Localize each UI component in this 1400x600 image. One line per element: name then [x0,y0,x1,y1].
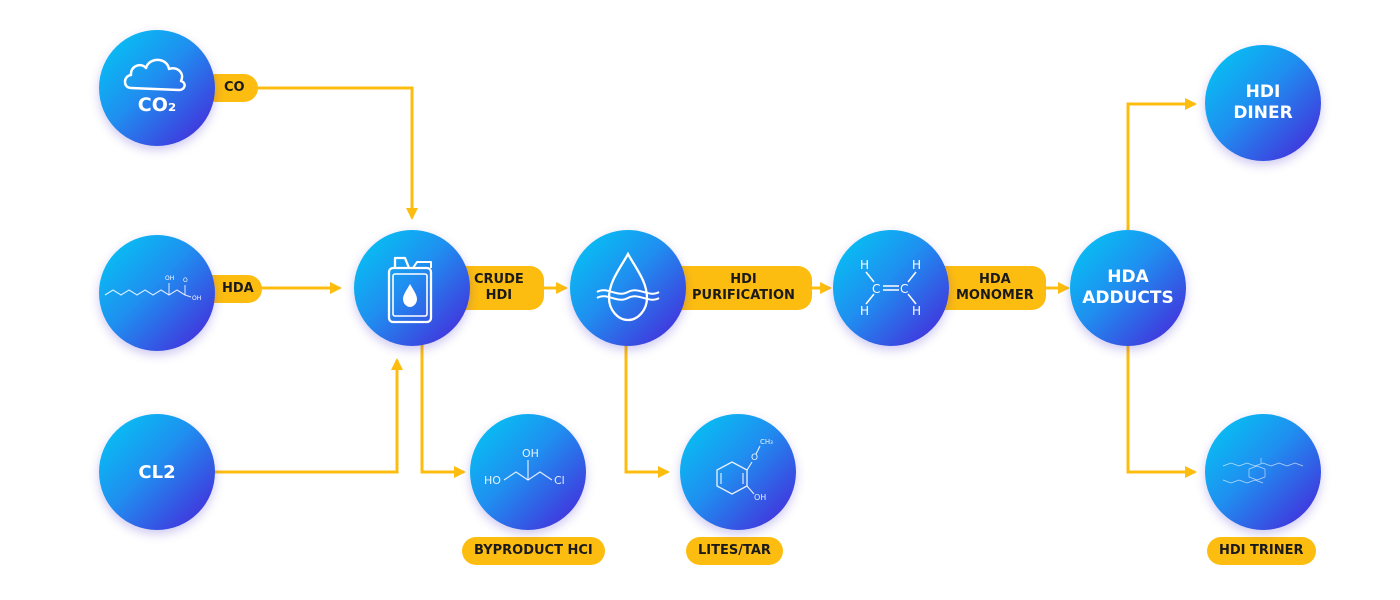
jerrycan-drop-icon [387,256,433,324]
arrow-crude-to-hcl [420,343,466,478]
h4-text: H [912,304,921,318]
h2-text: H [912,258,921,272]
h3-text: H [860,304,869,318]
cloud-co2-icon: CO₂ [123,58,186,116]
label-crude-hdi: CRUDE HDI [462,266,544,310]
purification-node [570,230,686,346]
arrow-purification-to-tar [624,343,670,478]
hcl-cl-text: Cl [554,474,565,487]
cl2-node: CL2 [99,414,215,530]
c1-text: C [872,282,880,296]
label-co: CO [212,74,258,102]
hcl-ho-text: HO [484,474,501,487]
label-hda-monomer: HDA MONOMER [944,266,1046,310]
adducts-text: HDA ADDUCTS [1082,267,1174,308]
arrow-co-to-crude [250,86,418,220]
cl2-text: CL2 [138,461,176,483]
tar-oh-text: OH [754,493,766,502]
c2-text: C [900,282,908,296]
hda-o-text: O [183,277,188,284]
tar-ch3-text: CH₃ [760,438,773,446]
hda-oh2-text: OH [192,295,201,302]
diner-node: HDI DINER [1205,45,1321,161]
chlorohydrin-structure-icon: OH HO Cl [484,447,565,487]
label-lites-tar: LITES/TAR [686,537,783,565]
water-drop-icon [596,251,660,322]
triner-node [1205,414,1321,530]
guaiacol-structure-icon: CH₃ O OH [716,438,773,502]
label-hdi-purification: HDI PURIFICATION [680,266,812,310]
monomer-node: H H H H C C [833,230,949,346]
hda-oh-text: OH [165,275,174,282]
crude-hdi-node [354,230,470,346]
diner-text: HDI DINER [1233,82,1293,123]
label-hdi-triner: HDI TRINER [1207,537,1316,565]
arrow-adducts-to-diner [1126,98,1197,233]
hda-input-node: OH O OH [99,235,215,351]
tar-node: CH₃ O OH [680,414,796,530]
label-byproduct-hci: BYPRODUCT HCI [462,537,605,565]
adducts-node: HDA ADDUCTS [1070,230,1186,346]
fatty-acid-structure-icon: OH O OH [104,275,201,302]
co2-text: CO₂ [138,94,176,116]
tar-o-text: O [751,453,758,463]
arrow-adducts-to-triner [1126,343,1197,478]
co2-node: CO₂ [99,30,215,146]
ethylene-structure-icon: H H H H C C [860,258,921,318]
arrow-cl2-to-crude [214,358,403,474]
hcl-node: OH HO Cl [470,414,586,530]
h1-text: H [860,258,869,272]
hcl-oh-text: OH [522,447,539,460]
trimer-structure-icon [1222,458,1304,484]
label-hda: HDA [210,275,262,303]
